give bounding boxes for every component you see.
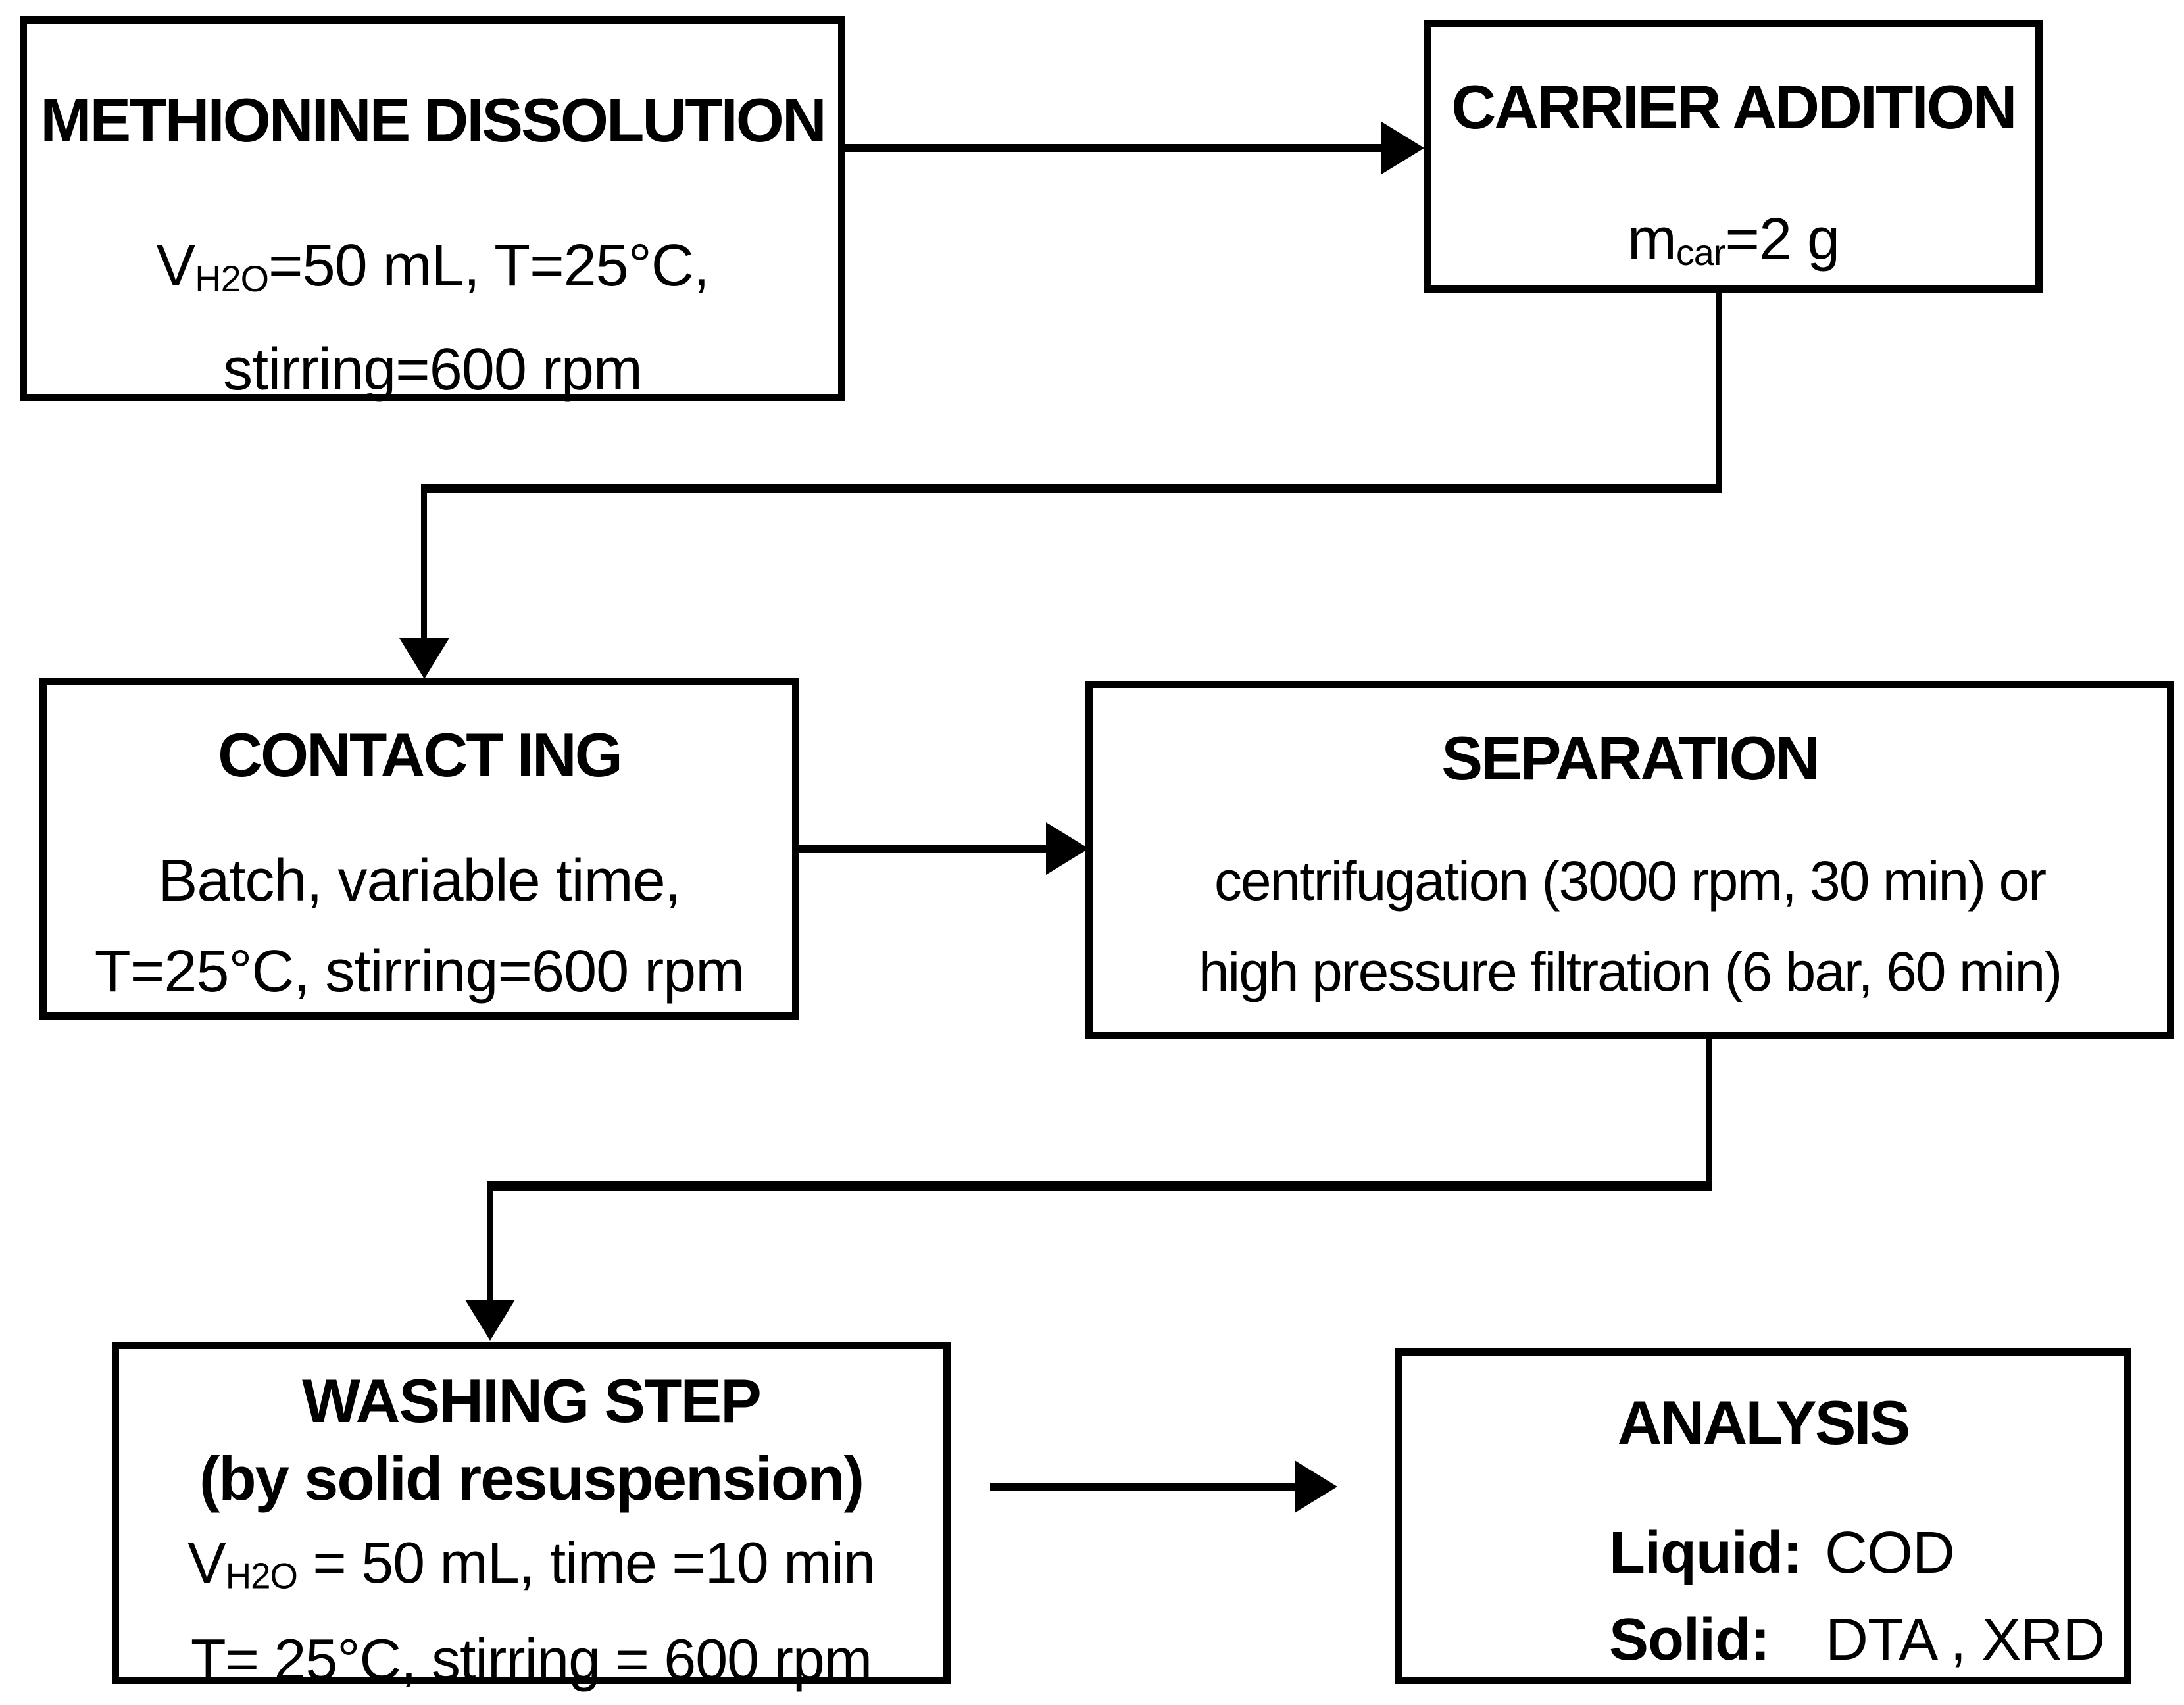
connector-carrier-to-contacting-segment (421, 492, 427, 641)
connector-separation-to-washing-segment (487, 1189, 493, 1302)
arrow-dissolution-to-carrier-head (1381, 122, 1424, 174)
separation-box: SEPARATION centrifugation (3000 rpm, 30 … (1085, 681, 2174, 1039)
arrow-dissolution-to-carrier-shaft (845, 144, 1385, 152)
connector-separation-horizontal-segment (487, 1181, 1712, 1191)
arrow-contacting-to-separation-head (1046, 822, 1089, 875)
mass-symbol: m (1627, 207, 1677, 272)
methionine-dissolution-box: METHIONINE DISSOLUTION VH2O=50 mL, T=25°… (20, 16, 845, 403)
wash-volume-subscript: H2O (225, 1556, 298, 1596)
solid-label: Solid: (1609, 1607, 1770, 1673)
wash-volume-time-values: = 50 mL, time =10 min (297, 1530, 876, 1595)
washing-step-title: WASHING STEP (302, 1366, 762, 1435)
carrier-addition-box: CARRIER ADDITION mcar=2 g (1424, 20, 2043, 293)
volume-temperature-values: =50 mL, T=25°C, (268, 233, 710, 299)
separation-params-line2: high pressure filtration (6 bar, 60 min) (1198, 941, 2062, 1002)
liquid-label: Liquid: (1609, 1520, 1802, 1586)
carrier-addition-mass-line: mcar=2 g (1627, 194, 1840, 298)
connector-carrier-down-segment (1716, 291, 1722, 489)
liquid-method: COD (1824, 1520, 1955, 1586)
washing-step-subtitle: (by solid resuspension) (199, 1444, 864, 1513)
methionine-dissolution-params-line2: stirring=600 rpm (223, 336, 643, 403)
carrier-addition-body: mcar=2 g (1627, 194, 1840, 298)
solid-methods: DTA , XRD (1825, 1607, 2105, 1673)
connector-carrier-horizontal-segment (421, 484, 1722, 493)
contacting-box: CONTACT ING Batch, variable time, T=25°C… (39, 678, 799, 1020)
analysis-solid-line: Solid: DTA , XRD (1609, 1596, 2105, 1683)
arrow-contacting-to-separation-shaft (799, 845, 1048, 852)
contacting-params-line2: T=25°C, stirring=600 rpm (94, 939, 745, 1004)
connector-separation-down-segment (1706, 1038, 1712, 1187)
wash-volume-symbol: V (187, 1530, 226, 1595)
carrier-addition-title: CARRIER ADDITION (1451, 72, 2017, 141)
analysis-body: Liquid: COD Solid: DTA , XRD (1609, 1510, 2105, 1683)
washing-step-box: WASHING STEP (by solid resuspension) VH2… (112, 1342, 951, 1692)
volume-subscript: H2O (195, 257, 269, 299)
volume-symbol: V (156, 233, 195, 299)
mass-subscript: car (1675, 231, 1726, 273)
contacting-params-line1: Batch, variable time, (158, 848, 681, 914)
analysis-title: ANALYSIS (1617, 1388, 1911, 1457)
mass-value: =2 g (1725, 207, 1840, 272)
methionine-dissolution-title: METHIONINE DISSOLUTION (40, 86, 827, 155)
separation-params-line1: centrifugation (3000 rpm, 30 min) or (1214, 850, 2047, 912)
washing-step-params-line2: T= 25°C, stirring = 600 rpm (190, 1626, 872, 1692)
arrow-separation-to-washing-head (465, 1300, 515, 1341)
washing-step-body: VH2O = 50 mL, time =10 min T= 25°C, stir… (187, 1521, 876, 1701)
separation-title: SEPARATION (1441, 724, 1820, 793)
arrow-washing-to-analysis-head (1295, 1460, 1337, 1513)
methionine-dissolution-params-line1: VH2O=50 mL, T=25°C, (156, 220, 710, 324)
methionine-dissolution-body: VH2O=50 mL, T=25°C, stirring=600 rpm (156, 220, 710, 415)
contacting-title: CONTACT ING (218, 720, 623, 789)
arrow-carrier-to-contacting-head (399, 638, 449, 679)
contacting-body: Batch, variable time, T=25°C, stirring=6… (94, 835, 745, 1017)
analysis-liquid-line: Liquid: COD (1609, 1510, 2104, 1596)
washing-step-params-line1: VH2O = 50 mL, time =10 min (187, 1521, 876, 1618)
separation-body: centrifugation (3000 rpm, 30 min) or hig… (1198, 835, 2062, 1017)
arrow-washing-to-analysis-shaft (990, 1483, 1296, 1491)
analysis-box: ANALYSIS Liquid: COD Solid: DTA , XRD (1395, 1348, 2131, 1684)
